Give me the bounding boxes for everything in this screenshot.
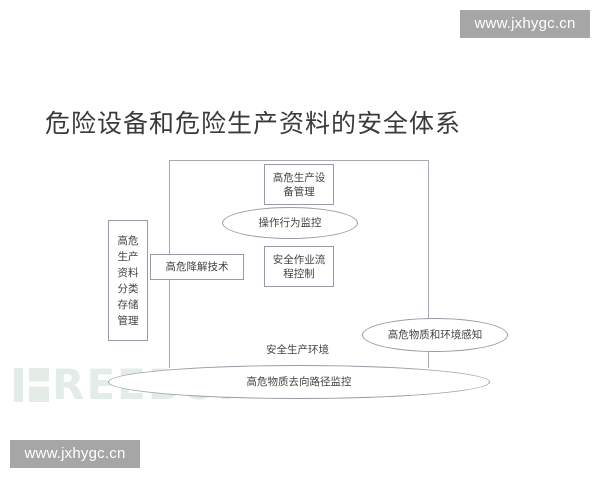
node-path-monitoring: 高危物质去向路径监控 <box>108 365 490 399</box>
diagram-title: 危险设备和危险生产资料的安全体系 <box>45 109 462 138</box>
site-watermark-top: www.jxhygc.cn <box>460 10 590 38</box>
node-operation-monitoring: 操作行为监控 <box>222 207 358 239</box>
node-equipment-management: 高危生产设备管理 <box>264 164 334 205</box>
site-watermark-bottom: www.jxhygc.cn <box>10 440 140 468</box>
node-degradation-tech: 高危降解技术 <box>150 254 244 280</box>
node-workflow-control: 安全作业流程控制 <box>264 246 334 287</box>
node-environment-sensing: 高危物质和环境感知 <box>362 318 508 352</box>
label-safe-environment: 安全生产环境 <box>266 344 329 356</box>
node-material-storage: 高危生产资料分类存储管理 <box>108 220 148 341</box>
